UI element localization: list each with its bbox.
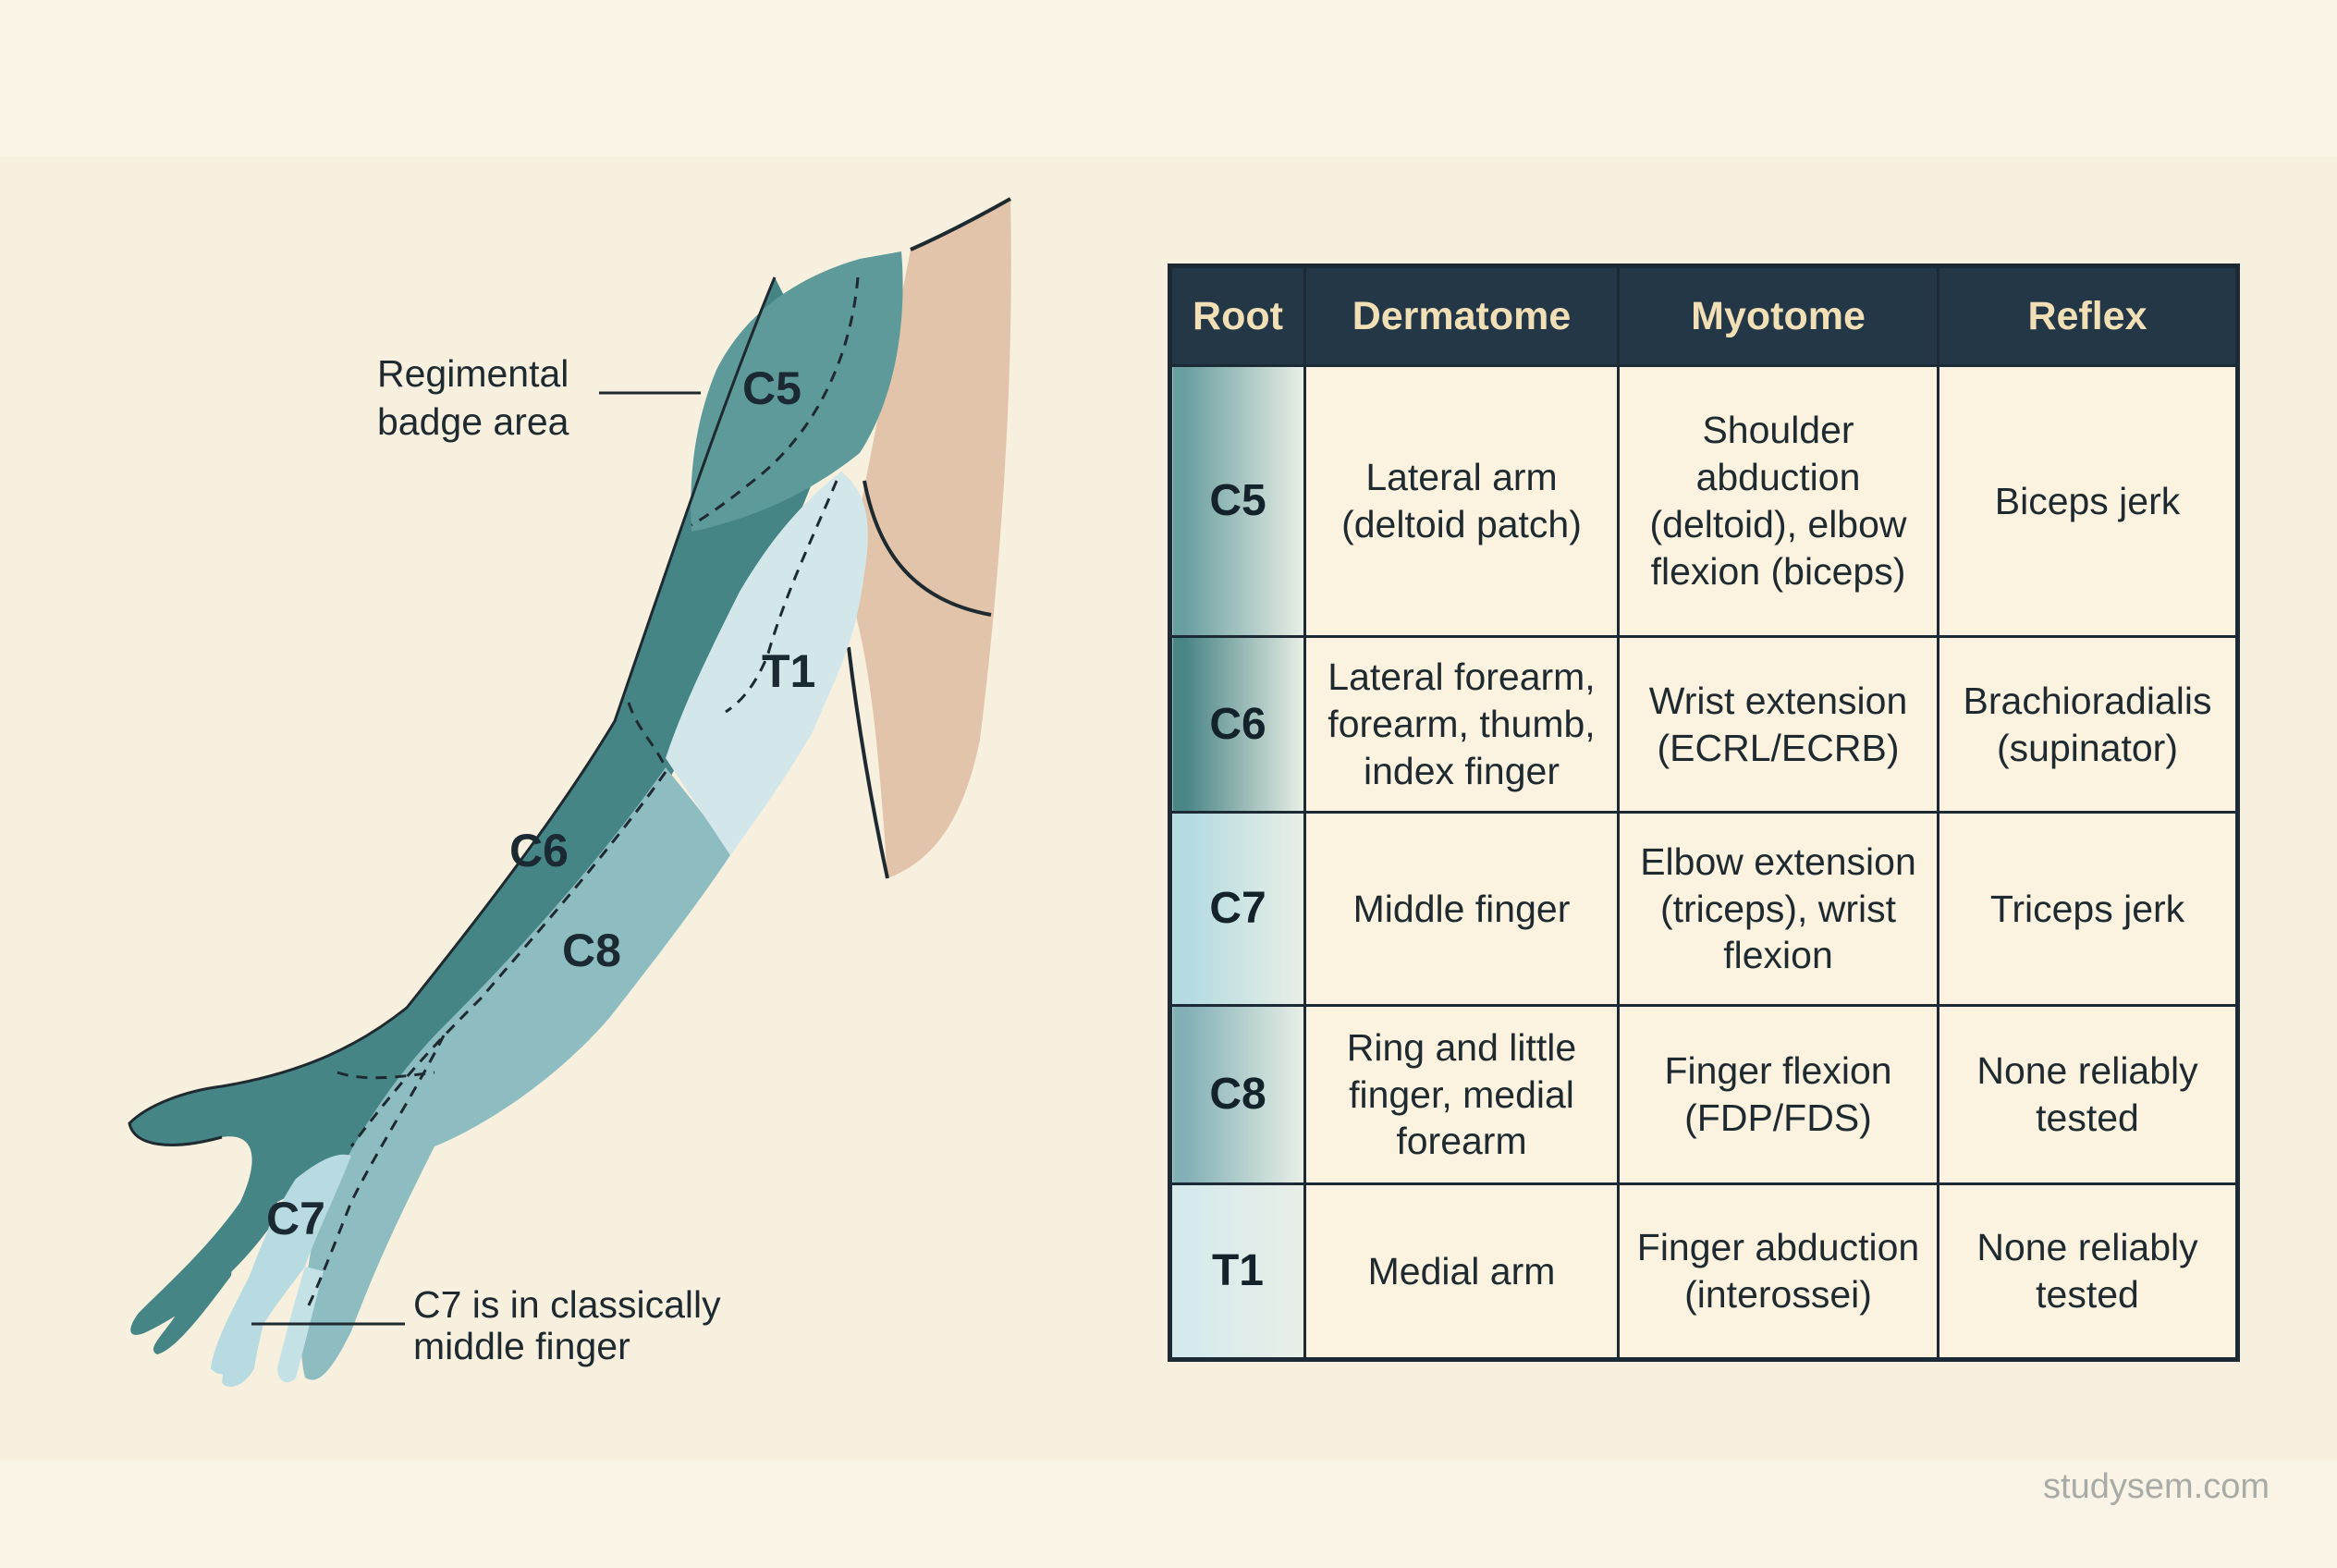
segment-t1 bbox=[666, 472, 868, 855]
root-cell: C7 bbox=[1168, 811, 1306, 1007]
table-row: C5 Lateral arm (deltoid patch) Shoulder … bbox=[1168, 364, 2239, 638]
dermatome-cell: Lateral arm (deltoid patch) bbox=[1303, 364, 1620, 638]
dermatome-cell: Ring and little finger, medial forearm bbox=[1303, 1004, 1620, 1185]
table-header-row: Root Dermatome Myotome Reflex bbox=[1168, 264, 2239, 367]
segment-c7 bbox=[211, 1154, 351, 1387]
header-myotome: Myotome bbox=[1617, 264, 1939, 367]
segment-c8 bbox=[300, 767, 730, 1380]
arm-outline bbox=[128, 276, 777, 1146]
label-c8: C8 bbox=[562, 925, 621, 976]
shoulder-region bbox=[846, 199, 1011, 878]
table-row: C8 Ring and little finger, medial forear… bbox=[1168, 1004, 2239, 1185]
table-row: C7 Middle finger Elbow extension (tricep… bbox=[1168, 811, 2239, 1007]
segment-c6 bbox=[129, 277, 841, 1335]
myotome-cell: Shoulder abduction (deltoid), elbow flex… bbox=[1617, 364, 1939, 638]
label-c7: C7 bbox=[266, 1193, 325, 1244]
root-cell: C5 bbox=[1168, 364, 1306, 638]
root-cell: C8 bbox=[1168, 1004, 1306, 1185]
reflex-cell: None reliably tested bbox=[1937, 1004, 2239, 1185]
table-row: C6 Lateral forearm, forearm, thumb, inde… bbox=[1168, 635, 2239, 814]
myotome-cell: Finger abduction (interossei) bbox=[1617, 1182, 1939, 1361]
table-row: T1 Medial arm Finger abduction (inteross… bbox=[1168, 1182, 2239, 1361]
label-c5: C5 bbox=[742, 362, 801, 414]
callout-badge-line1: Regimental bbox=[377, 352, 569, 395]
myotome-cell: Wrist extension (ECRL/ECRB) bbox=[1617, 635, 1939, 814]
label-c6: C6 bbox=[509, 825, 569, 876]
dermatome-cell: Medial arm bbox=[1303, 1182, 1620, 1361]
arm-dermatome-diagram: C5 T1 C6 C8 C7 Regimental badge area C7 … bbox=[128, 197, 1011, 1387]
callout-c7-line2: middle finger bbox=[413, 1325, 630, 1367]
root-cell: T1 bbox=[1168, 1182, 1306, 1361]
dermatome-cell: Middle finger bbox=[1303, 811, 1620, 1007]
nerve-root-table: Root Dermatome Myotome Reflex C5 Lateral… bbox=[1168, 263, 2240, 1362]
top-band bbox=[0, 0, 2337, 157]
callout-c7-line1: C7 is in classically bbox=[413, 1283, 721, 1326]
label-t1: T1 bbox=[762, 645, 815, 697]
torso-side-line bbox=[847, 646, 889, 879]
axilla-line bbox=[863, 480, 992, 617]
dermatome-cell: Lateral forearm, forearm, thumb, index f… bbox=[1303, 635, 1620, 814]
finger-index bbox=[153, 1230, 236, 1354]
myotome-cell: Elbow extension (triceps), wrist flexion bbox=[1617, 811, 1939, 1007]
myotome-cell: Finger flexion (FDP/FDS) bbox=[1617, 1004, 1939, 1185]
reflex-cell: Brachioradialis (supinator) bbox=[1937, 635, 2239, 814]
dermatome-boundaries bbox=[303, 276, 860, 1314]
shoulder-outline bbox=[910, 197, 1011, 251]
header-root: Root bbox=[1168, 264, 1306, 367]
root-cell: C6 bbox=[1168, 635, 1306, 814]
reflex-cell: None reliably tested bbox=[1937, 1182, 2239, 1361]
bottom-band bbox=[0, 1461, 2337, 1568]
header-reflex: Reflex bbox=[1937, 264, 2239, 367]
callout-badge-line2: badge area bbox=[377, 400, 569, 443]
watermark: studysem.com bbox=[2043, 1467, 2270, 1506]
reflex-cell: Triceps jerk bbox=[1937, 811, 2239, 1007]
reflex-cell: Biceps jerk bbox=[1937, 364, 2239, 638]
header-dermatome: Dermatome bbox=[1303, 264, 1620, 367]
